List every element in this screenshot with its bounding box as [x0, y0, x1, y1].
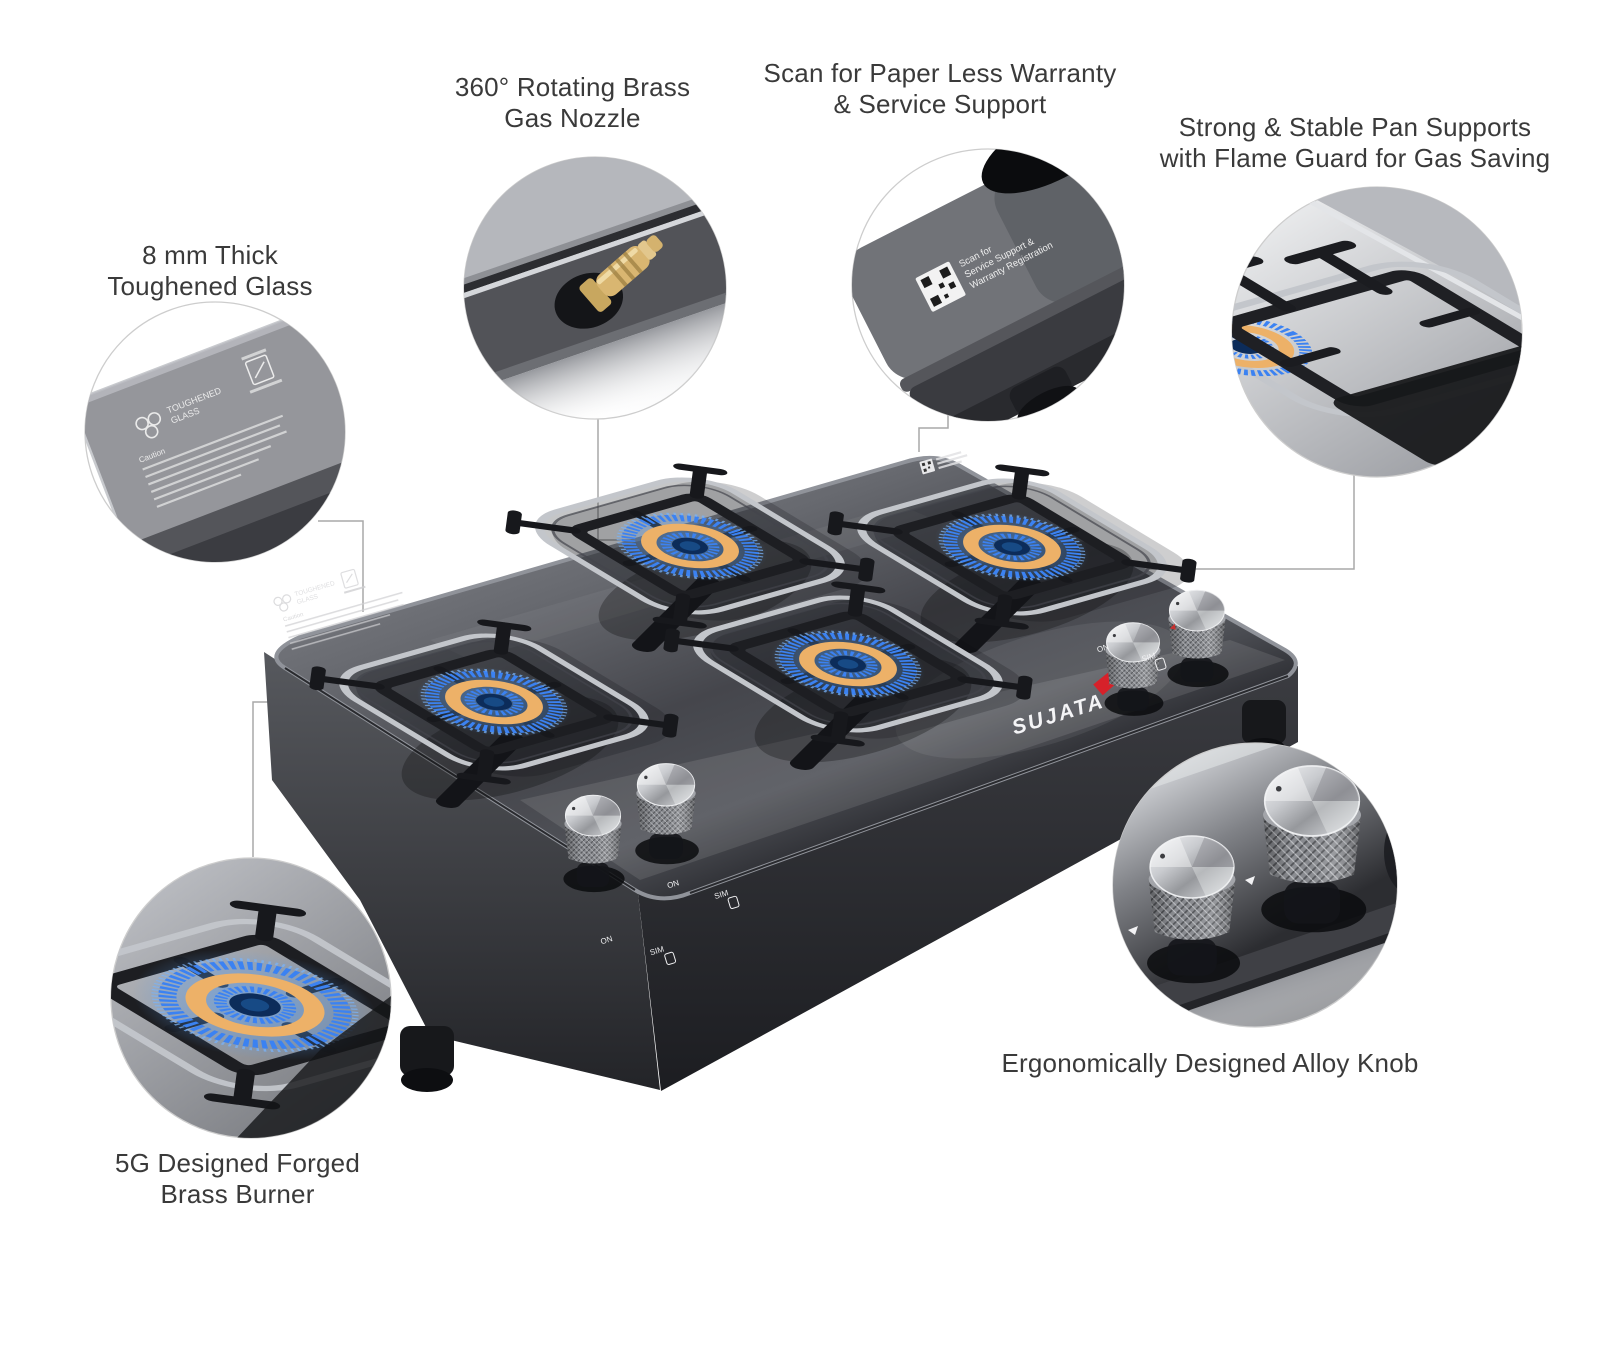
- knob-marking-on: ON: [1096, 642, 1110, 654]
- qr-print-lines: [935, 451, 968, 470]
- knob-marking-on: ON: [599, 934, 613, 946]
- knob-marking-on: ON: [666, 878, 680, 890]
- qr-code-icon: [919, 458, 936, 475]
- control-knob-3: [1104, 622, 1164, 717]
- stove-base-right-face: [638, 666, 1298, 1091]
- knob-white-mark: [1245, 876, 1255, 885]
- glass-reflection-front: [520, 640, 1285, 880]
- callout-circle-toughened-glass: TOUGHENED GLASS Caution: [84, 301, 346, 563]
- knob-marking-sim: SIM: [1141, 651, 1158, 664]
- callout-label-pan-supports: Strong & Stable Pan Supports with Flame …: [1159, 112, 1551, 173]
- stove-base-left-face: [264, 652, 660, 1090]
- glass-print-caution: Caution: [283, 612, 305, 623]
- control-knob-1: [562, 794, 626, 893]
- gas-stove: TOUGHENED GLASS Caution SUJATA: [257, 451, 1298, 1092]
- knob-marking-sim: SIM: [649, 944, 666, 957]
- isi-mark-icon: [340, 568, 366, 594]
- stove-foot-left: [400, 1026, 454, 1092]
- brass-nozzle: [579, 235, 663, 312]
- qr-code-icon: [915, 261, 966, 312]
- knob-red-mark: [1169, 623, 1176, 630]
- alloy-knob-left: [1146, 835, 1241, 985]
- control-knob-4: [1166, 589, 1230, 688]
- callout-label-qr-warranty: Scan for Paper Less Warranty & Service S…: [763, 58, 1117, 119]
- burner-flame: [132, 949, 378, 1061]
- callout-label-gas-nozzle: 360° Rotating Brass Gas Nozzle: [454, 72, 691, 133]
- knob-marking-sim: SIM: [713, 888, 730, 901]
- flame-position-icon: [664, 657, 1167, 965]
- alloy-knob-right: [1260, 765, 1368, 934]
- glass-corner-print: TOUGHENED GLASS Caution: [273, 568, 404, 650]
- callout-circle-gas-nozzle: [463, 156, 727, 420]
- leader-pan-supports: [1124, 473, 1355, 570]
- toughened-glass-hexagons-icon: [273, 594, 292, 612]
- print-caution-lines: [142, 414, 287, 508]
- callout-label-brass-burner: 5G Designed Forged Brass Burner: [115, 1148, 360, 1209]
- glass-qr-print: [919, 451, 968, 475]
- callout-circle-brass-burner: [110, 857, 392, 1139]
- callout-label-toughened-glass: 8 mm Thick Toughened Glass: [107, 240, 313, 301]
- control-knob-2: [634, 763, 700, 865]
- knob-partial-right: [1384, 808, 1397, 896]
- knob-white-mark: [1128, 926, 1138, 935]
- leader-toughened-glass: [318, 520, 364, 612]
- isi-mark-icon: [241, 348, 283, 394]
- callout-circle-pan-supports: [1231, 186, 1523, 478]
- callout-label-alloy-knob: Ergonomically Designed Alloy Knob: [1001, 1048, 1419, 1078]
- toughened-glass-hexagons-icon: [135, 412, 162, 439]
- knob-markings: ON SIM ON SIM ON SIM: [599, 623, 1176, 965]
- glass-print-caution-lines: [284, 591, 404, 650]
